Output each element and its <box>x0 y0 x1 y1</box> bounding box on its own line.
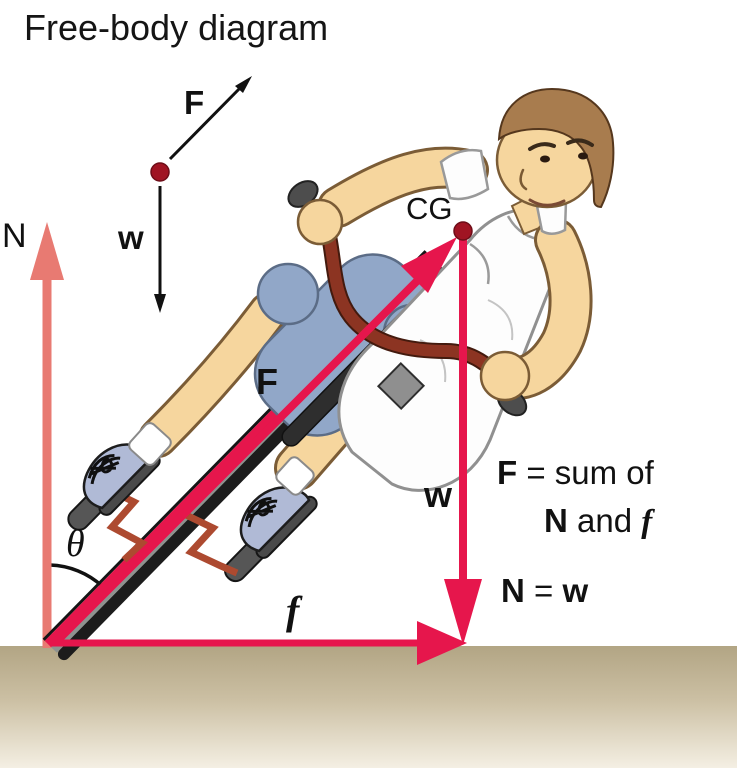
force-sum-text: = sum of <box>517 454 654 491</box>
nose <box>519 168 528 191</box>
mouth <box>528 198 566 207</box>
right-hand <box>479 350 531 402</box>
shoe-left-laces <box>87 453 121 485</box>
inset-point <box>150 162 170 182</box>
cg-point <box>453 221 473 241</box>
force-sum-f: F <box>497 454 517 491</box>
shoe-right-laces <box>244 496 278 528</box>
ground <box>0 646 737 768</box>
inset-weight-label: w <box>117 219 144 256</box>
tank-strap-left <box>439 148 490 201</box>
nw-equals: = <box>525 572 563 609</box>
friction-arrow <box>50 621 467 665</box>
inset-force-arrow <box>168 83 245 161</box>
applied-force-label: F <box>256 361 278 402</box>
normal-equals-weight-annotation: N = w <box>501 572 588 609</box>
right-eye <box>578 152 588 160</box>
sock-left <box>128 422 172 466</box>
left-hand <box>296 198 344 246</box>
force-sum-and: and <box>568 502 641 539</box>
force-sum-friction: f <box>641 504 655 540</box>
left-eyebrow <box>528 142 556 151</box>
sock-right <box>275 456 315 496</box>
nw-w: w <box>561 572 588 609</box>
handlebar <box>316 205 510 390</box>
figure-title: Free-body diagram <box>24 7 328 48</box>
cg-label: CG <box>406 191 453 226</box>
weight-arrow <box>444 240 482 645</box>
nw-n: N <box>501 572 525 609</box>
normal-force-label: N <box>2 217 27 255</box>
force-sum-n: N <box>544 502 568 539</box>
normal-force-arrow <box>30 222 64 648</box>
weight-label: w <box>423 474 453 515</box>
spring-right <box>182 510 239 577</box>
right-eyebrow <box>566 138 594 147</box>
applied-force-arrow <box>55 237 457 643</box>
head <box>495 87 615 209</box>
left-eye <box>540 155 550 163</box>
force-sum-annotation-line2: N and f <box>544 502 655 540</box>
handle-clamp <box>376 361 426 411</box>
person <box>128 87 615 496</box>
left-knee-bump <box>256 262 320 326</box>
tank-armhole <box>469 242 490 285</box>
shoe-right <box>239 486 318 559</box>
force-sum-annotation-line1: F = sum of <box>497 454 655 491</box>
angle-label: θ <box>66 523 85 565</box>
inset-force-label: F <box>184 84 204 121</box>
friction-label: f <box>286 588 303 633</box>
left-shin <box>141 295 285 455</box>
hair <box>497 87 615 209</box>
free-body-diagram-inset <box>150 76 252 313</box>
